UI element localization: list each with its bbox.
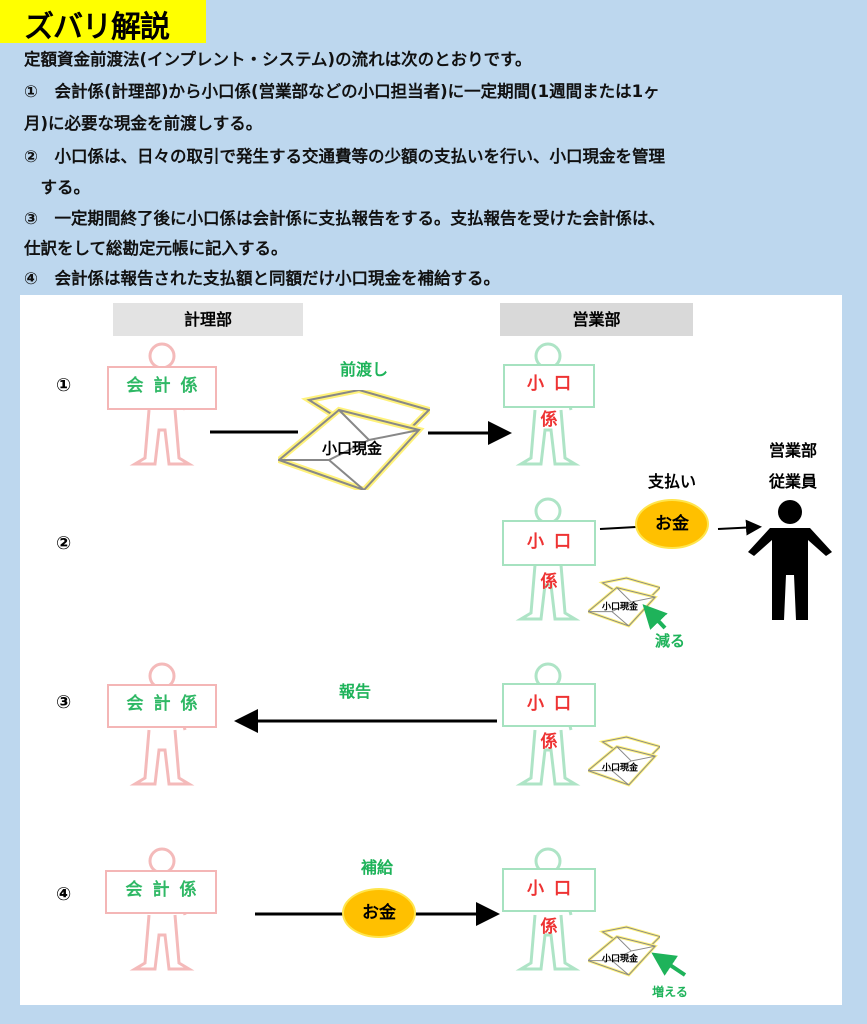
report-label: 報告 <box>338 682 372 701</box>
step-number-2: ② <box>56 533 72 554</box>
step-4-line: ④ 会計係は報告された支払額と同額だけ小口現金を補給する。 <box>24 269 500 288</box>
step-number-1: ① <box>56 375 72 396</box>
petty-sign-1: 小口係 <box>503 364 595 430</box>
step-1-line: ① 会計係(計理部)から小口係(営業部などの小口担当者)に一定期間(1週間または… <box>24 82 660 101</box>
pay-label: 支払い <box>647 472 697 491</box>
petty-cash-small-label-4: 小口現金 <box>601 954 639 965</box>
step-1-line-cont: 月)に必要な現金を前渡しする。 <box>24 114 263 133</box>
step-3-line-cont: 仕訳をして総勘定元帳に記入する。 <box>24 239 288 258</box>
replenish-label: 補給 <box>360 858 394 877</box>
pay-arrow <box>717 519 762 536</box>
title: ズバリ解説 <box>0 0 206 45</box>
accountant-sign-4: 会計係 <box>105 870 217 914</box>
employee-silhouette-icon <box>748 500 832 620</box>
decrease-label: 減る <box>654 632 686 650</box>
employee-label-1: 営業部 <box>768 441 818 460</box>
accountant-sign-3: 会計係 <box>107 684 217 728</box>
dept-header-sales: 営業部 <box>500 303 693 336</box>
money-coin-2: お金 <box>635 499 709 549</box>
petty-sign-4: 小口係 <box>502 868 596 937</box>
decrease-arrow <box>642 604 668 630</box>
dept-header-accounting: 計理部 <box>113 303 303 336</box>
intro-line: 定額資金前渡法(インプレント・システム)の流れは次のとおりです。 <box>24 50 532 69</box>
petty-sign-3: 小口係 <box>502 683 596 752</box>
petty-cash-label: 小口現金 <box>321 439 383 458</box>
step-number-3: ③ <box>56 692 72 713</box>
step-2-line-cont: する。 <box>24 178 91 197</box>
employee-label-2: 従業員 <box>768 472 818 491</box>
petty-cash-small-label-3: 小口現金 <box>601 763 639 774</box>
increase-label: 増える <box>652 985 688 999</box>
accountant-sign-1: 会計係 <box>107 366 217 410</box>
pay-line <box>599 526 637 530</box>
petty-cash-small-label-2: 小口現金 <box>601 602 639 613</box>
advance-label: 前渡し <box>339 360 389 379</box>
step-3-line: ③ 一定期間終了後に小口係は会計係に支払報告をする。支払報告を受けた会計係は、 <box>24 209 665 228</box>
increase-arrow <box>651 952 687 977</box>
step-2-line: ② 小口係は、日々の取引で発生する交通費等の少額の支払いを行い、小口現金を管理 <box>24 147 665 166</box>
petty-sign-2: 小口係 <box>502 520 596 592</box>
step-number-4: ④ <box>56 884 72 905</box>
money-coin-4: お金 <box>342 888 416 938</box>
